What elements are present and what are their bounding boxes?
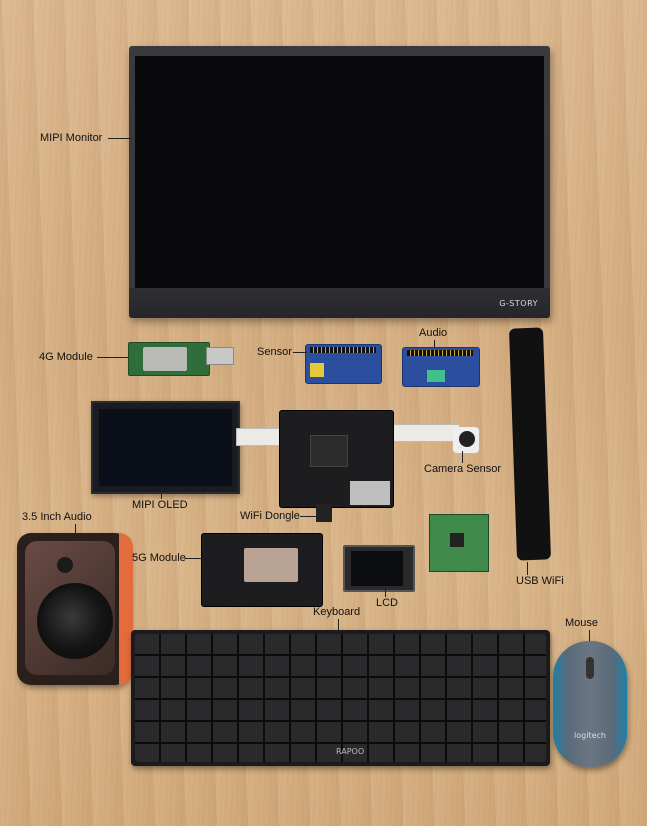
leader-line: [385, 588, 386, 597]
speaker: [17, 533, 133, 685]
label-mouse: Mouse: [565, 617, 599, 629]
leader-line: [527, 562, 528, 575]
label-usb-wifi: USB WiFi: [516, 575, 564, 587]
leader-line: [75, 524, 76, 534]
monitor-brand-logo: G-STORY: [499, 299, 538, 308]
keyboard: RAPOO: [131, 630, 550, 766]
keyboard-brand-logo: RAPOO: [336, 747, 365, 756]
usb-plug: [206, 347, 234, 365]
leader-line: [97, 357, 129, 358]
label-wifi-dongle: WiFi Dongle: [240, 510, 300, 522]
lcd-display: [343, 545, 415, 592]
label-4g-module: 4G Module: [39, 351, 93, 363]
mouse-brand-logo: logitech: [574, 731, 606, 740]
label-sensor: Sensor: [257, 346, 292, 358]
leader-line: [434, 340, 435, 348]
label-camera-sensor: Camera Sensor: [424, 463, 502, 475]
audio-board: [402, 347, 480, 387]
4g-module: [128, 342, 210, 376]
camera-sensor: [453, 427, 479, 453]
ribbon-cable: [386, 424, 460, 442]
leader-line: [462, 451, 463, 463]
leader-line: [161, 489, 162, 499]
label-mipi-monitor: MIPI Monitor: [40, 132, 103, 144]
label-3-5-inch-audio: 3.5 Inch Audio: [22, 511, 92, 523]
wifi-dongle: [316, 504, 332, 522]
ribbon-cable: [236, 428, 284, 446]
usb-wifi-board: [429, 514, 489, 572]
mipi-oled-panel: [91, 401, 240, 494]
mouse: logitech: [553, 641, 627, 767]
label-lcd: LCD: [376, 597, 399, 609]
label-mipi-oled: MIPI OLED: [132, 499, 188, 511]
leader-line: [589, 630, 590, 642]
leader-line: [338, 619, 339, 631]
label-5g-module: 5G Module: [132, 552, 186, 564]
label-keyboard: Keyboard: [313, 606, 361, 618]
leader-line: [108, 138, 132, 139]
5g-module: [201, 533, 323, 607]
leader-line: [185, 558, 203, 559]
monitor-bezel: [129, 288, 550, 318]
usb-wifi-antenna: [508, 327, 552, 561]
mipi-monitor: G-STORY: [129, 46, 550, 318]
sensor-board: [305, 344, 382, 384]
leader-line: [300, 516, 316, 517]
leader-line: [293, 352, 307, 353]
monitor-screen: [135, 56, 544, 288]
label-audio: Audio: [419, 327, 448, 339]
main-board: [279, 410, 394, 508]
